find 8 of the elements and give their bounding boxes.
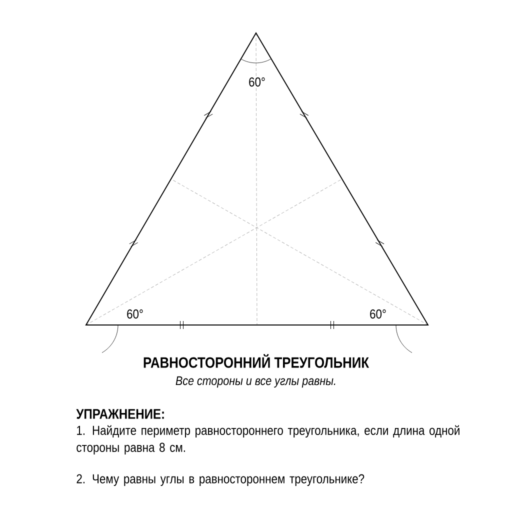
angle-label: 60° bbox=[127, 309, 143, 319]
exercise-text: 1. Найдите периметр равностороннего треугольника, если длина одной стороны равна 8 см. bbox=[76, 425, 460, 455]
angle-label: 60° bbox=[370, 309, 386, 319]
angle-label: 60° bbox=[249, 77, 265, 87]
exercise-text: 2. Чему равны углы в равностороннем треугольнике? bbox=[76, 474, 364, 486]
caption: Все стороны и все углы равны. bbox=[176, 376, 336, 388]
section-heading: УПРАЖНЕНИЕ: bbox=[76, 409, 164, 419]
title: РАВНОСТОРОННИЙ ТРЕУГОЛЬНИК bbox=[144, 354, 370, 368]
